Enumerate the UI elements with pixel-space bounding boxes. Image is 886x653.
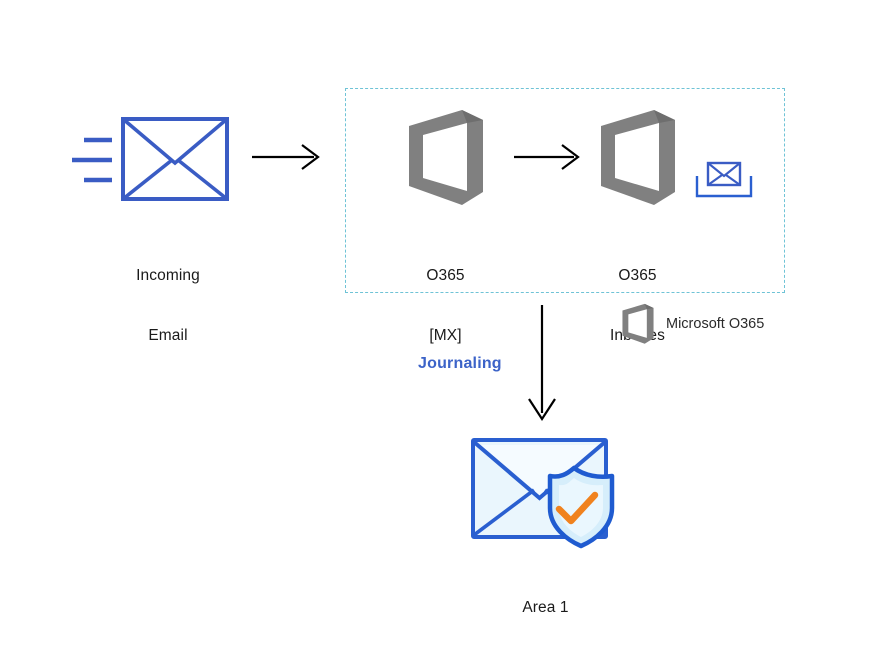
envelope-flap xyxy=(121,117,229,166)
area1-envelope-fold-left xyxy=(472,488,536,537)
inbox-envelope-fold-right xyxy=(725,174,741,186)
office-logo-inner-panel xyxy=(615,123,659,191)
envelope-fold-left xyxy=(121,158,174,201)
connector-inboxes-to-area1 xyxy=(523,305,563,425)
o365-boundary-zone xyxy=(345,88,785,293)
office-logo-bevel xyxy=(644,303,654,310)
legend-label: Microsoft O365 xyxy=(666,316,765,332)
envelope-fold-right xyxy=(176,158,229,201)
node-area1-email-security[interactable] xyxy=(468,432,628,549)
label-o365-mx-line2: [MX] xyxy=(429,327,462,344)
office-365-logo-icon xyxy=(409,110,483,205)
label-area1: Area 1 email security xyxy=(473,558,618,653)
arrow-right-icon xyxy=(252,144,320,170)
arrow-right-icon xyxy=(514,144,580,170)
office-logo-bevel xyxy=(462,110,483,123)
node-o365-inboxes[interactable] xyxy=(596,108,680,208)
area1-check-icon xyxy=(555,491,599,525)
office-logo-bevel xyxy=(654,110,675,123)
office-logo-inner-panel xyxy=(423,123,467,191)
office-365-logo-icon xyxy=(622,303,654,344)
inbox-tray-envelope-icon xyxy=(695,161,753,198)
label-area1-line1: Area 1 xyxy=(522,599,569,616)
label-o365-mx: O365 [MX] xyxy=(383,226,508,386)
office-365-logo-icon xyxy=(601,110,675,205)
label-incoming-email-line1: Incoming xyxy=(136,267,200,284)
legend-microsoft-o365: Microsoft O365 xyxy=(620,303,764,345)
envelope-with-shield-check-icon xyxy=(471,438,615,549)
connector-incoming-to-mx xyxy=(252,142,324,172)
journaling-label: Journaling xyxy=(418,355,502,372)
label-o365-inboxes-line1: O365 xyxy=(618,267,657,284)
office-logo-inner-panel xyxy=(628,309,647,338)
envelope-with-motion-lines-icon xyxy=(72,117,229,201)
inbox-envelope-flap xyxy=(707,162,741,178)
node-o365-mx[interactable] xyxy=(404,108,488,208)
label-incoming-email: Incoming Email xyxy=(103,226,233,386)
arrow-down-icon xyxy=(528,305,556,422)
inbox-envelope-fold-left xyxy=(707,174,723,186)
label-incoming-email-line2: Email xyxy=(148,327,188,344)
label-o365-mx-line1: O365 xyxy=(426,267,465,284)
node-inbox-tray[interactable] xyxy=(694,158,754,202)
node-incoming-email[interactable] xyxy=(70,115,235,215)
area1-envelope-flap xyxy=(472,440,607,501)
connector-mx-to-inboxes xyxy=(514,142,586,172)
area1-envelope-flap-fill xyxy=(478,445,601,497)
